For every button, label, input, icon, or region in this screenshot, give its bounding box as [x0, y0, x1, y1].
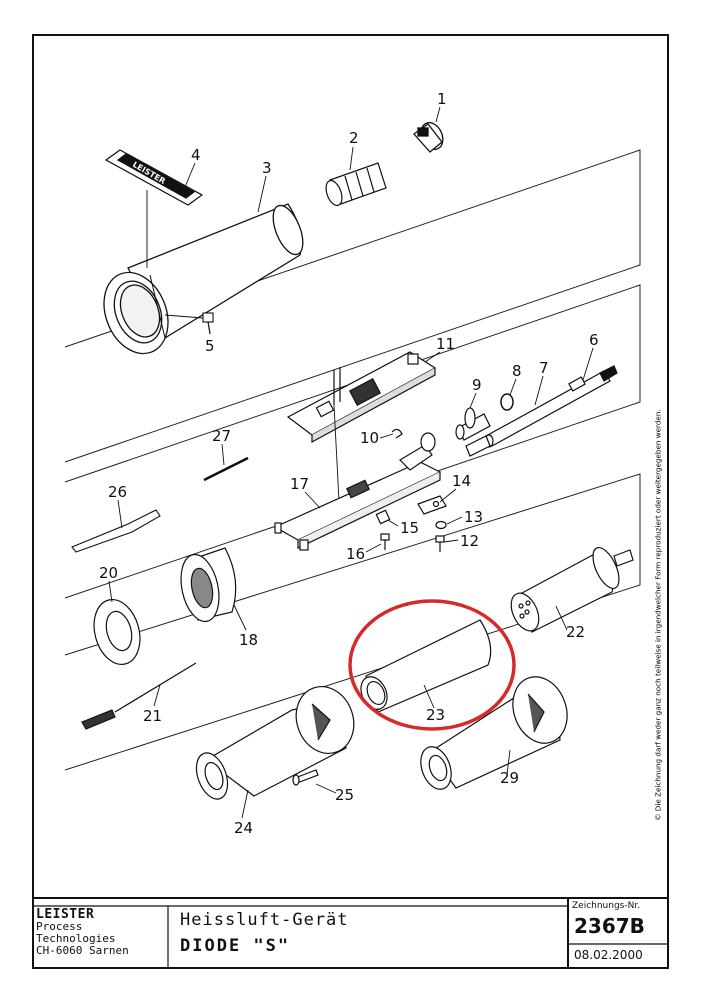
part-label-12: 12 [460, 532, 479, 550]
part-2-sleeve [325, 162, 387, 207]
title-block-frame [33, 897, 668, 968]
part-13-washer [435, 520, 447, 530]
part-label-1: 1 [437, 90, 447, 108]
part-label-13: 13 [464, 508, 483, 526]
part-4-label: LEISTER [104, 149, 204, 206]
part-11-pcb [286, 351, 437, 521]
part-label-8: 8 [512, 362, 522, 380]
part-12-screw [435, 535, 445, 552]
title-line-2: DIODE "S" [180, 936, 291, 956]
part-label-20: 20 [99, 564, 118, 582]
part-label-29: 29 [500, 769, 519, 787]
part-label-25: 25 [335, 786, 354, 804]
part-15-nut [375, 509, 391, 525]
title-line-1: Heissluft-Gerät [180, 910, 349, 930]
drawing-title: Heissluft-Gerät DIODE "S" [172, 906, 564, 968]
part-label-18: 18 [239, 631, 258, 649]
part-9-connector [455, 407, 491, 457]
part-10-clip [391, 428, 403, 439]
part-26-cable-tie [71, 509, 161, 553]
drawing-number-label: Zeichnungs-Nr. [572, 901, 641, 911]
part-label-7: 7 [539, 359, 549, 377]
part-label-6: 6 [589, 331, 599, 349]
copyright-text: © Die Zeichnung darf weder ganz noch tei… [653, 409, 663, 821]
part-3-housing [103, 203, 304, 355]
company-info: LEISTER Process Technologies CH-6060 Sar… [34, 906, 168, 968]
part-18-holder [180, 547, 237, 623]
part-label-9: 9 [472, 376, 482, 394]
company-address: CH-6060 Sarnen [36, 944, 129, 957]
part-label-26: 26 [108, 483, 127, 501]
part-label-17: 17 [290, 475, 309, 493]
part-label-10: 10 [360, 429, 379, 447]
drawing-number-block: Zeichnungs-Nr. 2367B 08.02.2000 [568, 898, 668, 968]
part-23-highlight-circle [348, 599, 516, 731]
part-label-15: 15 [400, 519, 419, 537]
part-21-element [81, 662, 197, 730]
part-label-4: 4 [191, 146, 201, 164]
part-6-7-tube [484, 365, 618, 448]
drawing-border [32, 34, 669, 969]
part-label-16: 16 [346, 545, 365, 563]
part-20-ring [93, 599, 141, 665]
copyright-notice: © Die Zeichnung darf weder ganz noch tei… [648, 370, 668, 860]
part-14-bracket [417, 495, 447, 515]
part-label-22: 22 [566, 623, 585, 641]
part-27-pin [203, 456, 249, 482]
part-8-oring [500, 393, 514, 411]
company-name: LEISTER [36, 907, 95, 922]
part-number-labels: 1 2 3 4 5 6 7 8 9 10 11 12 13 14 15 16 1… [99, 90, 599, 837]
part-24-nozzle-housing [195, 686, 355, 800]
part-label-24: 24 [234, 819, 253, 837]
part-16-screw [380, 533, 390, 550]
part-29-nozzle [420, 676, 568, 790]
part-label-14: 14 [452, 472, 471, 490]
part-label-27: 27 [212, 427, 231, 445]
drawing-date: 08.02.2000 [574, 948, 643, 962]
part-22-heater [510, 547, 634, 633]
part-17-chassis [273, 432, 442, 551]
part-label-3: 3 [262, 159, 272, 177]
part-label-2: 2 [349, 129, 359, 147]
part-1-clip [413, 121, 444, 153]
part-23-tube [360, 619, 492, 713]
company-division: Process Technologies [36, 920, 116, 945]
part-label-11: 11 [436, 335, 455, 353]
leader-lines [108, 106, 594, 819]
part-label-23: 23 [426, 706, 445, 724]
drawing-number: 2367B [574, 914, 645, 938]
part-25-screw [292, 769, 319, 786]
part-label-5: 5 [205, 337, 215, 355]
part-label-21: 21 [143, 707, 162, 725]
